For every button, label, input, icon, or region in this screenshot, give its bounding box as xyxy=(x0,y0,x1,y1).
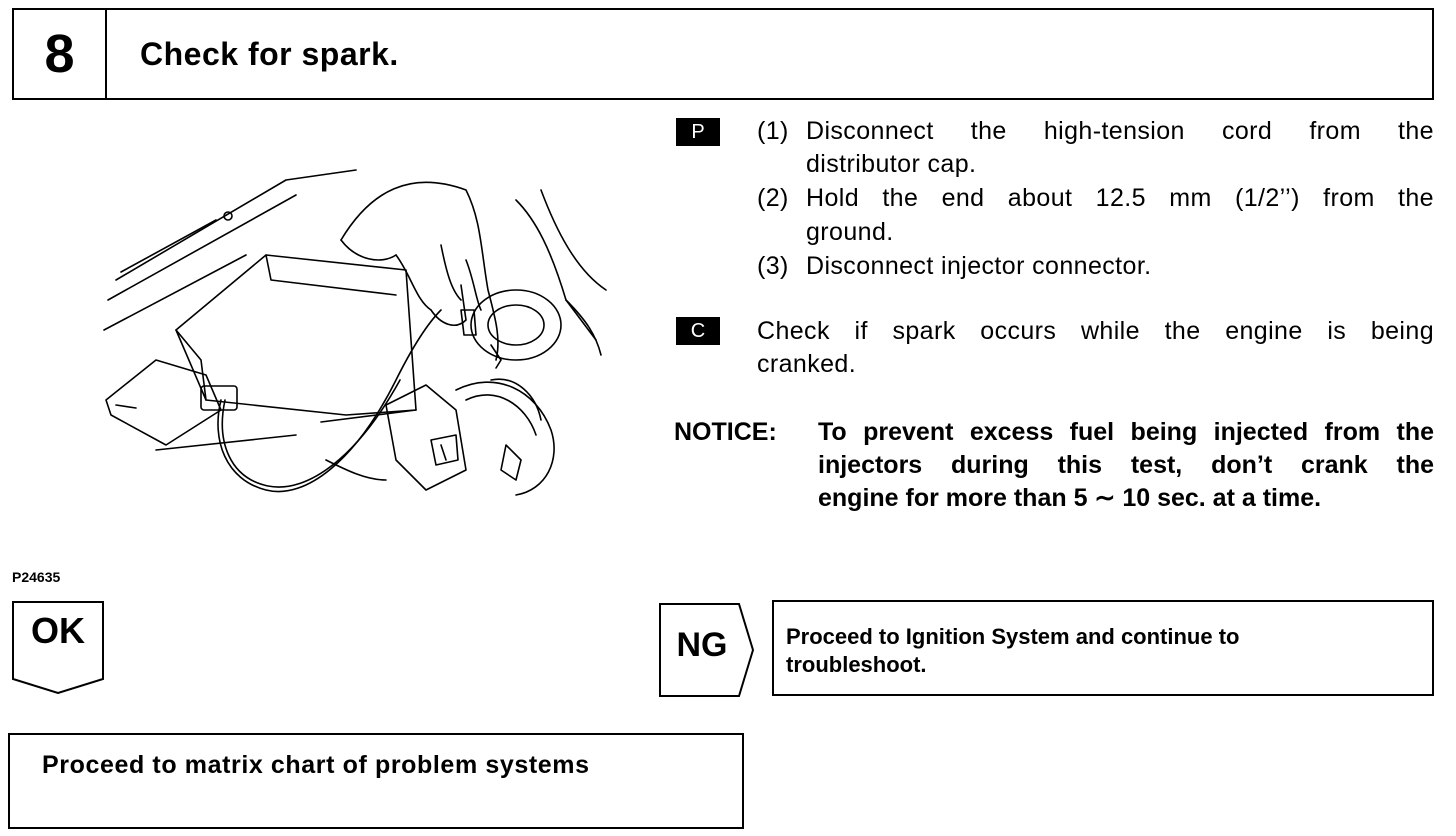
procedure-step-text: Hold the end about 12.5 mm (1/2’’) from … xyxy=(806,184,1434,212)
procedure-tag: P xyxy=(676,118,720,146)
ng-badge xyxy=(659,603,754,697)
procedure-step-number: (3) xyxy=(757,252,789,280)
ok-result-box: Proceed to matrix chart of problem syste… xyxy=(8,733,744,829)
check-text: cranked. xyxy=(757,350,857,378)
procedure-step-text: Disconnect the high-tension cord from th… xyxy=(806,117,1434,145)
notice-label: NOTICE: xyxy=(674,418,777,446)
step-header: 8 Check for spark. xyxy=(12,8,1434,100)
ok-label: OK xyxy=(31,610,85,651)
ng-result-box: Proceed to Ignition System and continue … xyxy=(772,600,1434,696)
procedure-step-text: Disconnect injector connector. xyxy=(806,252,1152,280)
ng-result-text: Proceed to Ignition System and continue … xyxy=(786,624,1240,649)
ng-result-text: troubleshoot. xyxy=(786,652,927,677)
notice-text: injectors during this test, don’t crank … xyxy=(818,451,1434,479)
procedure-step-text: ground. xyxy=(806,218,894,246)
procedure-step-text: distributor cap. xyxy=(806,150,977,178)
figure-code: P24635 xyxy=(12,569,61,585)
notice-text: engine for more than 5 ∼ 10 sec. at a ti… xyxy=(818,484,1322,512)
ok-badge xyxy=(12,601,104,694)
notice-text: To prevent excess fuel being injected fr… xyxy=(818,418,1434,446)
ok-result-text: Proceed to matrix chart of problem syste… xyxy=(42,751,590,779)
ng-label: NG xyxy=(676,626,728,664)
check-tag: C xyxy=(676,317,720,345)
procedure-step-number: (1) xyxy=(757,117,789,145)
step-number: 8 xyxy=(14,10,107,98)
check-text: Check if spark occurs while the engine i… xyxy=(757,317,1434,345)
engine-spark-check-illustration xyxy=(103,169,607,496)
step-title: Check for spark. xyxy=(140,35,399,72)
procedure-step-number: (2) xyxy=(757,184,789,212)
